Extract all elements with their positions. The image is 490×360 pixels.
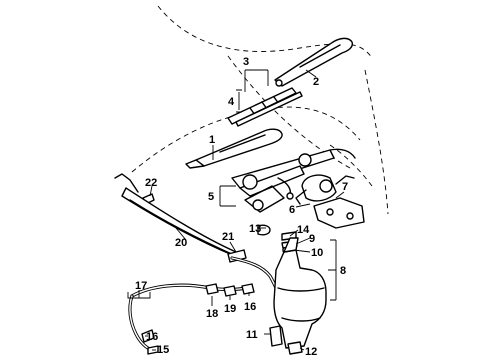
callout-13: 13 [249, 223, 261, 235]
callout-7: 7 [342, 181, 348, 193]
wiper-arm-lower [185, 128, 283, 169]
callout-16b: 16 [244, 301, 256, 313]
callout-14: 14 [297, 224, 310, 236]
washer-reservoir [273, 237, 327, 349]
callout-15: 15 [157, 344, 169, 356]
callout-6: 6 [289, 204, 295, 216]
callout-11: 11 [246, 329, 258, 341]
callout-19: 19 [224, 303, 236, 315]
wiper-motor [295, 174, 355, 205]
callout-4: 4 [228, 96, 235, 108]
callout-18: 18 [206, 308, 218, 320]
washer-pump-11 [269, 325, 283, 347]
callout-22: 22 [145, 177, 157, 189]
callout-16a: 16 [146, 331, 158, 343]
callout-17: 17 [135, 280, 147, 292]
callout-5: 5 [208, 191, 214, 203]
wiper-blade [227, 87, 303, 127]
wiper-arm-upper [274, 37, 354, 87]
callout-1: 1 [209, 134, 215, 146]
callout-20: 20 [175, 237, 187, 249]
callout-12: 12 [305, 346, 317, 358]
callout-10: 10 [311, 247, 323, 259]
bracket-12 [287, 341, 303, 355]
callout-21: 21 [222, 231, 234, 243]
callouts: 1 2 3 4 5 6 7 8 9 10 11 12 13 14 15 16 1… [135, 56, 348, 358]
wiper-linkage [231, 148, 356, 213]
callout-3: 3 [243, 56, 249, 68]
callout-8: 8 [340, 265, 346, 277]
leader-lines [127, 69, 345, 351]
callout-9: 9 [309, 233, 315, 245]
motor-bracket [313, 197, 365, 229]
callout-2: 2 [313, 76, 319, 88]
